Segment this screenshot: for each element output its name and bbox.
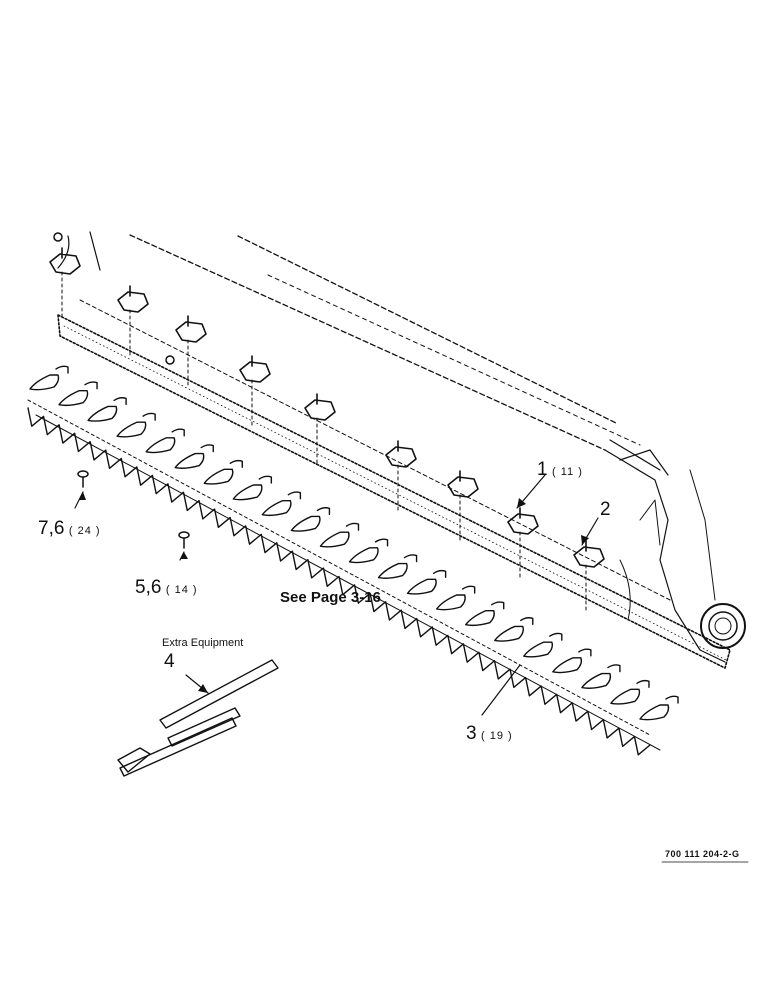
callout-4: 4 (164, 652, 175, 671)
guard-finger (290, 507, 331, 532)
callout-7-6-quantity: ( 24 ) (68, 525, 101, 537)
guard-finger (406, 569, 447, 595)
guard-finger (465, 601, 505, 627)
guard-finger (610, 679, 650, 705)
callout-3-quantity: ( 19 ) (481, 730, 513, 742)
guard-finger (116, 412, 156, 438)
callout-3-number: 3 (466, 723, 477, 744)
guard-finger (29, 365, 69, 391)
callout-2-number: 2 (600, 499, 611, 520)
callout-3: 3 ( 19 ) (466, 724, 513, 743)
extra-equipment-caption: Extra Equipment (162, 637, 244, 649)
guard-finger (639, 695, 679, 721)
callout-5-6-number: 5,6 (135, 577, 162, 598)
callout-7-6: 7,6 ( 24 ) (38, 519, 101, 538)
callout-1-number: 1 (537, 459, 548, 480)
guard-finger (523, 632, 563, 658)
hold-down-clip (239, 355, 271, 383)
guard-finger (348, 538, 389, 564)
guard-finger (552, 648, 592, 674)
callout-7-6-number: 7,6 (38, 518, 65, 539)
callout-1-quantity: ( 11 ) (552, 466, 583, 478)
guard-finger (232, 475, 273, 501)
callout-2: 2 (600, 500, 611, 519)
guard-finger (261, 491, 302, 517)
drawing-code: 700 111 204-2-G (665, 849, 740, 859)
guard-finger (203, 459, 243, 485)
guard-finger (581, 664, 621, 689)
guard-finger (319, 522, 360, 548)
hold-down-clip (573, 540, 605, 568)
callout-5-6-quantity: ( 14 ) (165, 584, 198, 596)
callout-1: 1 ( 11 ) (537, 460, 583, 479)
hold-down-clip (385, 440, 417, 468)
guard-finger (494, 617, 534, 642)
guard-finger (145, 428, 185, 454)
hold-down-clip (175, 315, 207, 343)
hold-down-clip (447, 470, 479, 498)
hold-down-clip (507, 507, 539, 535)
hold-down-clip (117, 285, 149, 313)
callout-5-6: 5,6 ( 14 ) (135, 578, 198, 597)
guard-finger (58, 381, 98, 407)
guard-finger (435, 585, 476, 611)
guard-finger (87, 397, 127, 422)
hold-down-clip (49, 247, 81, 275)
guard-finger (377, 554, 418, 579)
callout-4-number: 4 (164, 651, 175, 672)
guard-finger (174, 444, 214, 469)
hold-down-clip (304, 393, 336, 421)
see-page-reference: See Page 3-16 (280, 589, 381, 606)
